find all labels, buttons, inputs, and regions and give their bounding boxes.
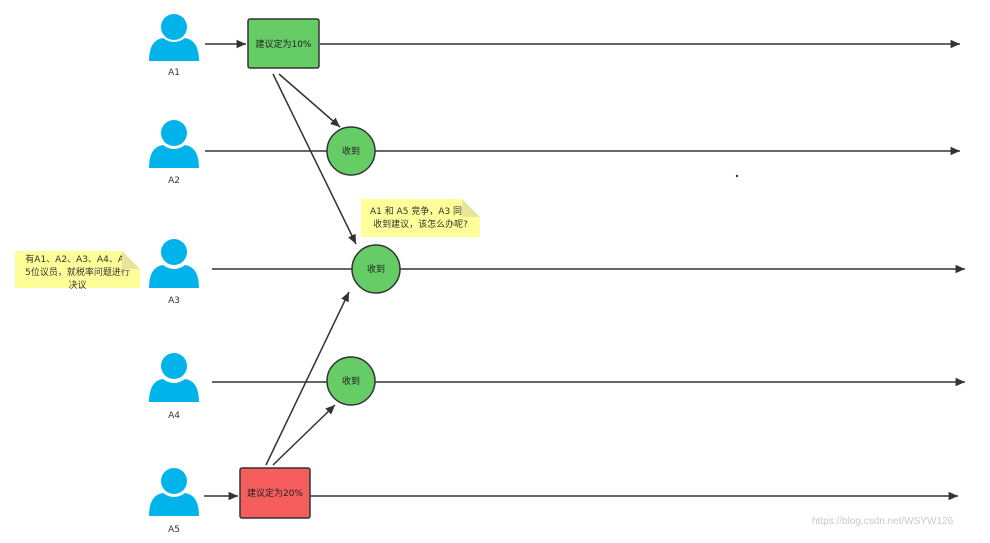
user-icon <box>149 353 199 402</box>
message-a1-to-a2 <box>278 73 341 128</box>
note-council-intro: 有A1、A2、A3、A4、A5 5位议员，就税率问题进行决议 <box>15 251 140 291</box>
stray-dot <box>735 174 739 178</box>
message-a1-to-a3 <box>272 73 357 245</box>
received-circle <box>351 244 401 294</box>
received-circle <box>326 126 376 176</box>
message-a5-to-a4 <box>272 404 336 466</box>
proposal-box <box>239 467 311 519</box>
note-conflict: A1 和 A5 竞争，A3 同时收到建议，该怎么办呢? <box>361 199 480 237</box>
proposal-text: 建议定为20% <box>247 487 303 499</box>
note-text: 有A1、A2、A3、A4、A5 5位议员，就税率问题进行决议 <box>25 255 130 291</box>
user-icon <box>149 120 199 168</box>
received-text: 收到 <box>342 375 360 387</box>
user-a3: A3 <box>149 239 199 306</box>
user-label: A5 <box>168 525 180 535</box>
user-label: A3 <box>168 296 180 306</box>
received-text: 收到 <box>367 263 385 275</box>
proposal-box <box>247 18 320 69</box>
received-a2: 收到 <box>326 126 376 176</box>
user-label: A2 <box>168 176 180 186</box>
received-circle <box>326 356 376 406</box>
received-a4: 收到 <box>326 356 376 406</box>
received-text: 收到 <box>342 145 360 157</box>
proposal-a5: 建议定为20% <box>239 467 311 519</box>
user-icon <box>149 468 199 516</box>
user-a5: A5 <box>149 468 199 535</box>
proposal-a1: 建议定为10% <box>247 18 320 69</box>
user-label: A4 <box>168 411 180 421</box>
message-a5-to-a3 <box>265 291 350 466</box>
user-label: A1 <box>168 68 180 78</box>
user-icon <box>149 239 199 288</box>
received-a3: 收到 <box>351 244 401 294</box>
user-a1: A1 <box>149 14 199 78</box>
proposal-text: 建议定为10% <box>255 38 311 50</box>
user-icon <box>149 14 199 61</box>
watermark: https://blog.csdn.net/WSYW126 <box>812 516 954 527</box>
user-a2: A2 <box>149 120 199 186</box>
user-a4: A4 <box>149 353 199 421</box>
note-text: A1 和 A5 竞争，A3 同时收到建议，该怎么办呢? <box>369 207 472 230</box>
